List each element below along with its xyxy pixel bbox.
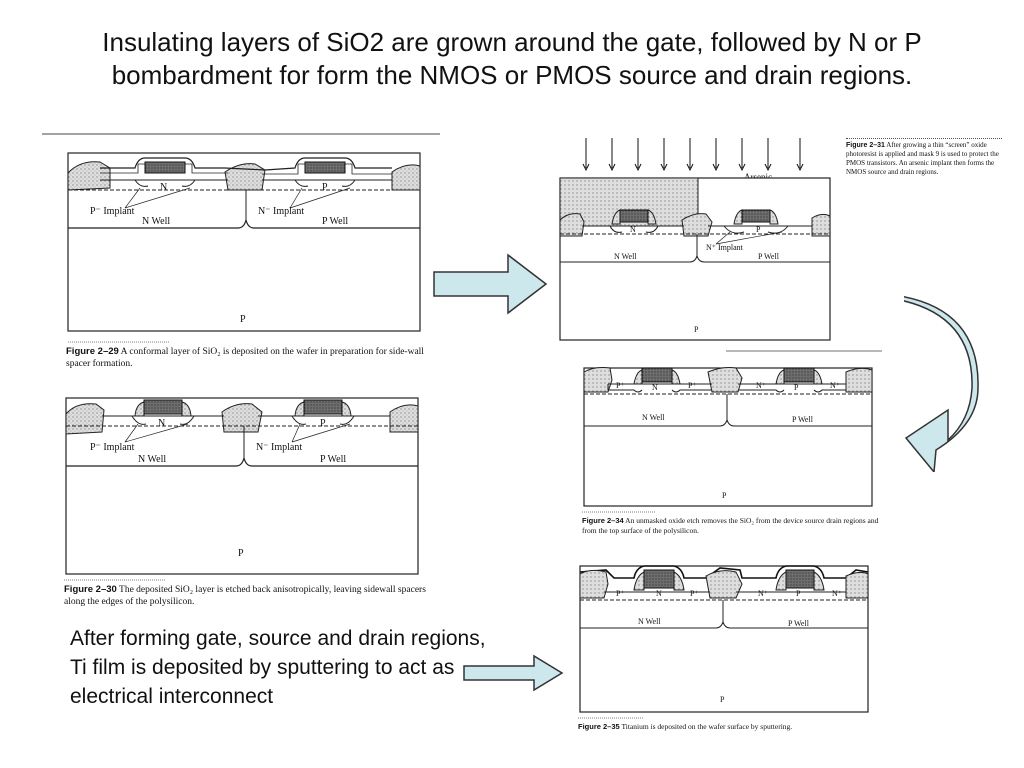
curved-arrow-icon (904, 296, 979, 472)
implant-left-label: P⁻ Implant (90, 206, 135, 217)
p-region-label: P (322, 182, 328, 193)
field-oxide-right (389, 404, 419, 433)
right-arrow-icon (433, 253, 548, 315)
figure-2-31-caption: Figure 2–31 After growing a thin “screen… (846, 138, 1002, 185)
field-oxide-middle (221, 403, 263, 433)
gate-left (641, 367, 673, 383)
body-text: After forming gate, source and drain reg… (70, 627, 486, 708)
pplus-left-label: P⁺ (616, 381, 625, 390)
nplus-right-label: N⁺ (830, 381, 840, 390)
figure-2-34-caption: Figure 2–34 An unmasked oxide etch remov… (582, 516, 882, 536)
nplus-right-label: N⁺ (832, 589, 842, 598)
figure-2-29: N P P⁻ Implant N⁻ Implant N Well P Well … (40, 128, 450, 378)
gate-right (304, 161, 346, 174)
caption-text: A conformal layer of SiO₂ is deposited o… (66, 347, 424, 369)
field-oxide-left (65, 403, 105, 435)
substrate-label: P (694, 325, 699, 334)
caption-label: Figure 2–35 (578, 722, 620, 731)
caption-label: Figure 2–30 (64, 584, 117, 595)
titanium-film (579, 565, 869, 579)
pplus-right-label: P⁺ (690, 589, 699, 598)
p-well-label: P Well (320, 454, 346, 465)
nplus-left-label: N⁺ (756, 381, 766, 390)
gate-left (143, 399, 183, 415)
arsenic-label: Arsenic (744, 172, 772, 182)
n-region-label: N (158, 418, 165, 429)
conformal-oxide (100, 157, 392, 171)
gate-right (783, 367, 815, 383)
p-region-label: P (794, 383, 799, 392)
field-oxide-left (67, 161, 111, 191)
field-oxide-middle (224, 163, 266, 191)
n-well-label: N Well (614, 252, 637, 261)
n-region-label: N (630, 225, 636, 234)
substrate-label: P (722, 491, 727, 500)
caption-label: Figure 2–31 (846, 142, 885, 149)
p-well-label: P Well (322, 216, 348, 227)
field-oxide-right (391, 164, 421, 191)
gate-left (643, 569, 675, 589)
substrate-label: P (240, 314, 246, 325)
p-region-label: P (756, 225, 761, 234)
implant-right-label: N⁻ Implant (258, 206, 304, 217)
figure-2-35-caption: Figure 2–35 Titanium is deposited on the… (578, 722, 874, 732)
substrate-label: P (238, 548, 244, 559)
slide-title: Insulating layers of SiO2 are grown arou… (0, 26, 1024, 92)
implant-label: N⁺ Implant (706, 243, 744, 252)
gate-right (785, 569, 815, 589)
n-well-label: N Well (142, 216, 170, 227)
caption-text: The deposited SiO₂ layer is etched back … (64, 585, 426, 607)
n-region-label: N (160, 182, 167, 193)
pplus-right-label: P⁺ (688, 381, 697, 390)
n-well-label: N Well (138, 454, 166, 465)
figure-2-35: P⁺ N P⁺ N⁺ P N⁺ N Well P Well P Figure 2… (574, 560, 874, 740)
caption-text: After growing a thin “screen” oxide phot… (846, 141, 999, 176)
p-region-label: P (320, 418, 326, 429)
substrate-label: P (720, 695, 725, 704)
caption-label: Figure 2–29 (66, 346, 119, 357)
caption-text: Titanium is deposited on the wafer surfa… (621, 722, 793, 731)
pplus-left-label: P⁺ (616, 589, 625, 598)
n-region-label: N (652, 383, 658, 392)
n-region-label: N (656, 589, 662, 598)
caption-text: An unmasked oxide etch removes the SiO₂ … (582, 516, 879, 535)
p-well-label: P Well (788, 619, 810, 628)
implant-right-label: N⁻ Implant (256, 442, 302, 453)
figure-2-29-caption: Figure 2–29 A conformal layer of SiO₂ is… (66, 346, 442, 370)
right-arrow-icon-small (463, 654, 564, 692)
caption-label: Figure 2–34 (582, 516, 624, 525)
gate-right (741, 209, 771, 223)
p-well-label: P Well (792, 415, 814, 424)
arsenic-arrows (582, 138, 804, 172)
p-well-label: P Well (758, 252, 780, 261)
figure-2-30: N P P⁻ Implant N⁻ Implant N Well P Well … (40, 392, 450, 610)
title-line-2: bombardment for form the NMOS or PMOS so… (111, 60, 913, 90)
p-region-label: P (796, 589, 801, 598)
gate-left (144, 161, 186, 174)
n-well-boundary (68, 219, 247, 229)
n-well-label: N Well (638, 617, 661, 626)
figure-2-31: Arsenic N P N⁺ Implant N Well P Well P (556, 132, 846, 342)
n-well-label: N Well (642, 413, 665, 422)
implant-left-label: P⁻ Implant (90, 442, 135, 453)
figure-2-34: P⁺ N P⁺ N⁺ P N⁺ N Well P Well P Figure 2… (576, 350, 882, 546)
title-line-1: Insulating layers of SiO2 are grown arou… (102, 27, 922, 57)
p-well-boundary (245, 219, 420, 229)
gate-right (303, 399, 343, 415)
photoresist (559, 177, 699, 227)
gate-left (619, 209, 649, 223)
nplus-left-label: N⁺ (758, 589, 768, 598)
figure-2-30-caption: Figure 2–30 The deposited SiO₂ layer is … (64, 584, 444, 608)
